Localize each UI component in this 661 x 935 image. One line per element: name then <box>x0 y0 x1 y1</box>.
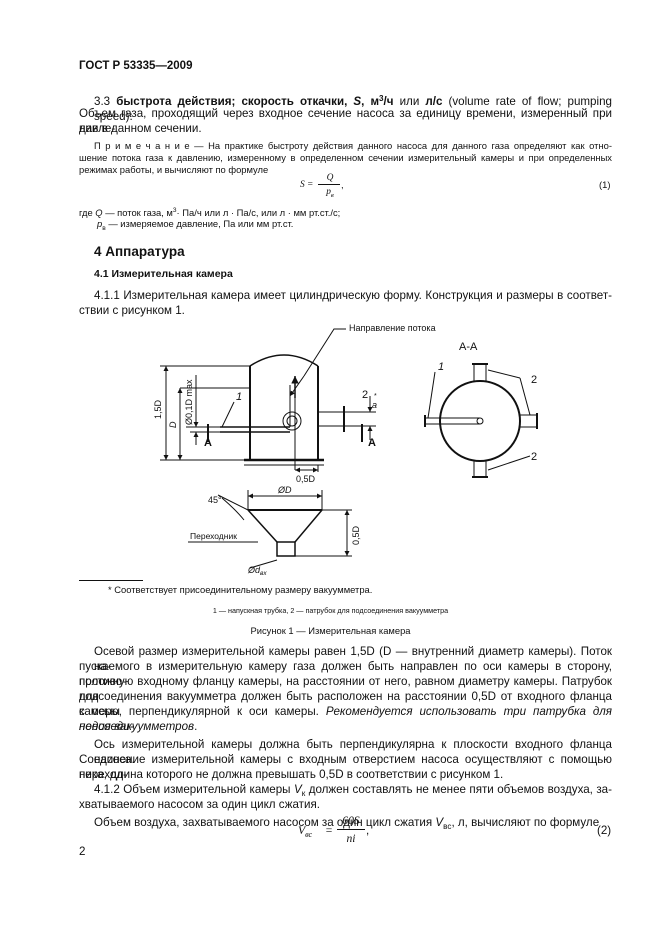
page-number: 2 <box>79 845 86 858</box>
formula-1-fraction-bar <box>318 184 340 185</box>
formula-2-number: (2) <box>597 824 612 837</box>
body-para-1-line-6: нения вакуумметров. <box>79 720 198 733</box>
dim-outer-d: ØD <box>277 485 292 495</box>
flow-direction-label: Направление потока <box>349 323 436 333</box>
standard-header: ГОСТ Р 53335—2009 <box>79 60 193 72</box>
section-mark-left: А <box>204 437 212 449</box>
body-para-3-line-2: хватываемого насосом за один цикл сжатия… <box>79 798 320 811</box>
figure-legend: 1 — напускная трубка, 2 — патрубок для п… <box>212 606 449 615</box>
footnote-rule <box>79 580 143 581</box>
label-2-section-top: 2 <box>531 374 537 386</box>
dim-1-5d: 1,5D <box>153 399 163 419</box>
note-line-1: П р и м е ч а н и е — На практике быстро… <box>94 140 612 151</box>
formula-2-numerator: 60S <box>342 814 360 827</box>
footnote: * Соответствует присоединительному разме… <box>108 584 373 595</box>
measuring-chamber-figure: Направление потока А-А 1,5D D Ø0,1D max … <box>153 323 538 577</box>
formula-2-fraction-bar <box>337 829 365 830</box>
note-line-3: режимах работы, и вычисляют по формуле <box>79 164 269 175</box>
subsection-4-1-heading: 4.1 Измерительная камера <box>94 268 233 280</box>
label-2-section-bottom: 2 <box>531 451 537 463</box>
formula-2-denominator: ni <box>346 832 356 845</box>
term-definition-line-3: нии в данном сечении. <box>79 122 202 135</box>
label-1-side: 1 <box>236 391 242 403</box>
body-para-3-line-1: 4.1.2 Объем измерительной камеры Vк долж… <box>94 783 612 798</box>
note-line-2: шение потока газа к давлению, измеренном… <box>79 152 612 163</box>
term-unit: м3/ч <box>370 94 394 108</box>
term-definition-line-1: 3.3 быстрота действия; скорость откачки,… <box>94 94 612 123</box>
term-english: (volume rate of flow; pumping speed): <box>94 95 612 123</box>
note-label: П р и м е ч а н и е <box>94 140 190 151</box>
body-para-2-line-1: Ось измерительной камеры должна быть пер… <box>94 738 612 766</box>
formula-1-denominator: pв <box>326 187 334 199</box>
label-2-side: 2 <box>362 389 368 401</box>
label-1-section: 1 <box>438 361 444 373</box>
dim-0-5d-adapter: 0,5D <box>351 525 361 545</box>
body-para-1-line-2: пускаемого в измерительную камеру газа д… <box>79 660 612 688</box>
body-para-4: Объем воздуха, захватываемого насосом за… <box>94 816 600 831</box>
term-symbol: S <box>353 95 362 108</box>
angle-45-label: 45° <box>208 495 222 505</box>
adapter-view <box>188 490 352 569</box>
figure-caption: Рисунок 1 — Измерительная камера <box>250 625 411 636</box>
formula-1-lhs: S = <box>300 180 314 190</box>
body-para-1-line-4: подсоединения вакуумметра должен быть ра… <box>79 690 612 718</box>
chamber-section-view <box>424 363 538 478</box>
formula-1-numerator: Q <box>326 173 334 183</box>
dim-0-5d: 0,5D <box>296 474 316 484</box>
chamber-side-view <box>160 328 376 473</box>
footnote-mark-fig: * <box>374 393 377 400</box>
body-para-2-line-3: ника, длина которого не должна превышать… <box>79 768 504 781</box>
body-para-1-line-1: Осевой размер измерительной камеры равен… <box>94 645 612 673</box>
body-para-1-line-5: с осью, перпендикулярной к оси камеры. Р… <box>79 705 612 733</box>
formula-2-lhs: Vвс <box>298 824 313 839</box>
formula-1-number: (1) <box>599 179 611 190</box>
dim-d-inlet: Ødвх <box>247 565 267 577</box>
para-4-1-1-line-2: ствии с рисунком 1. <box>79 304 185 317</box>
where-line-1: где Q — поток газа, м3· Па/ч или л · Па/… <box>79 207 341 218</box>
para-4-1-1-line-1: 4.1.1 Измерительная камера имеет цилиндр… <box>94 289 612 302</box>
section-mark-right: А <box>368 437 376 449</box>
where-line-2: pв — измеряемое давление, Па или мм рт.с… <box>97 218 294 232</box>
section-4-heading: 4 Аппаратура <box>94 244 185 259</box>
dim-0-1d-max: Ø0,1D max <box>184 379 194 425</box>
body-para-2-line-2: Соединение измерительной камеры с входны… <box>79 753 612 781</box>
term-definition-line-2: Объем газа, проходящий через входное сеч… <box>79 107 612 135</box>
body-para-1-line-3: положную входному фланцу камеры, на расс… <box>79 675 612 703</box>
term-name: быстрота действия; скорость откачки <box>116 95 345 108</box>
dim-d: D <box>168 421 178 428</box>
adapter-label: Переходник <box>190 531 237 541</box>
section-a-a-label: А-А <box>459 341 478 353</box>
term-number: 3.3 <box>94 95 111 108</box>
dim-a: a <box>372 400 377 410</box>
